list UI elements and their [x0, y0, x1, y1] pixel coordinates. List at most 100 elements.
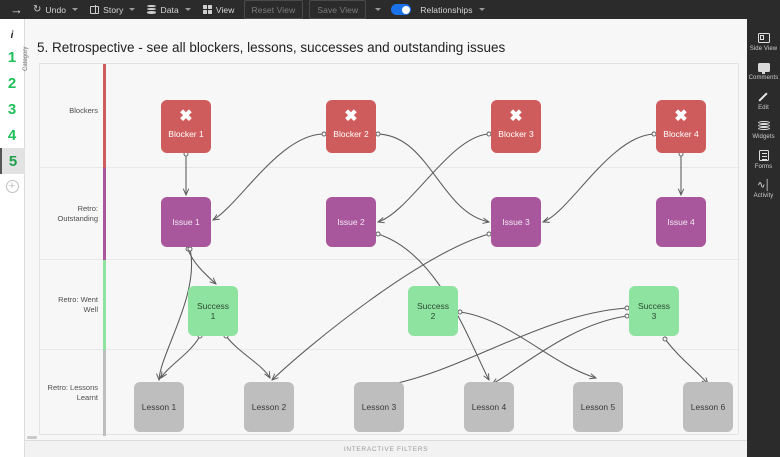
node-label: Lesson 1: [141, 402, 177, 412]
chevron-down-icon[interactable]: [375, 8, 382, 11]
relationship-edge[interactable]: [213, 133, 325, 220]
right-rail-item-forms[interactable]: Forms: [747, 149, 780, 170]
node-b3[interactable]: ✖Blocker 3: [491, 100, 541, 153]
horizontal-scrollbar[interactable]: [27, 436, 37, 439]
sidebar-step-3[interactable]: 3: [7, 100, 17, 118]
relationships-toggle[interactable]: [391, 4, 412, 15]
activity-icon: ∿│: [757, 179, 771, 191]
relationship-edge[interactable]: [543, 133, 655, 222]
interactive-filters-label: INTERACTIVE FILTERS: [343, 445, 429, 453]
relationship-edge[interactable]: [664, 338, 708, 384]
node-label: Blocker 1: [168, 129, 204, 139]
node-l2[interactable]: Lesson 2: [244, 382, 294, 432]
save-view-label: Save View: [317, 4, 359, 15]
node-label: Lesson 2: [251, 402, 287, 412]
right-rail-item-widgets[interactable]: Widgets: [747, 120, 780, 140]
relationship-edge[interactable]: [377, 133, 489, 222]
chevron-down-icon[interactable]: [72, 8, 79, 11]
row-label: Retro: Lessons Learnt: [47, 383, 98, 402]
sidebar-step-4[interactable]: 4: [7, 126, 17, 144]
reset-view-button[interactable]: Reset View: [243, 0, 304, 19]
page-title: 5. Retrospective - see all blockers, les…: [37, 40, 506, 55]
close-icon: ✖: [674, 108, 688, 125]
toolbar-item-data[interactable]: Data: [141, 0, 196, 19]
chevron-down-icon[interactable]: [478, 8, 485, 11]
toolbar-label-view: View: [215, 4, 235, 15]
node-i2[interactable]: Issue 2: [326, 197, 376, 247]
toolbar-item-undo[interactable]: ↻ Undo: [27, 0, 84, 19]
node-l1[interactable]: Lesson 1: [134, 382, 184, 432]
relationship-edge[interactable]: [459, 311, 596, 378]
book-icon: [90, 5, 100, 14]
node-b1[interactable]: ✖ Blocker 1: [161, 100, 211, 153]
node-i3[interactable]: Issue 3: [491, 197, 541, 247]
info-icon[interactable]: i: [10, 29, 14, 41]
node-i4[interactable]: Issue 4: [656, 197, 706, 247]
node-label: Lesson 3: [361, 402, 397, 412]
node-l3[interactable]: Lesson 3: [354, 382, 404, 432]
form-icon: [757, 149, 770, 162]
category-color-bar: [103, 64, 106, 168]
node-i1[interactable]: Issue 1: [161, 197, 211, 247]
node-b2[interactable]: ✖Blocker 2: [326, 100, 376, 153]
node-label: Blocker 2: [333, 129, 369, 139]
right-rail-label-forms: Forms: [754, 163, 773, 170]
node-b4[interactable]: ✖ Blocker 4: [656, 100, 706, 153]
node-l4[interactable]: Lesson 4: [464, 382, 514, 432]
edge-source-port[interactable]: [457, 309, 463, 315]
undo-icon: ↻: [33, 4, 42, 15]
relationship-edge[interactable]: [187, 248, 216, 284]
node-l6[interactable]: Lesson 6: [683, 382, 733, 432]
sidebar-step-5[interactable]: 5: [0, 148, 25, 174]
edge-source-port[interactable]: [187, 246, 193, 252]
layers-icon: [757, 120, 770, 133]
node-label: Blocker 4: [663, 129, 699, 139]
right-rail-label-comments: Comments: [748, 75, 779, 81]
toolbar-item-story[interactable]: Story: [84, 0, 141, 19]
category-color-bar: [103, 168, 106, 260]
relationship-edge[interactable]: [378, 133, 490, 222]
toolbar-label-undo: Undo: [45, 4, 67, 15]
edge-source-port[interactable]: [375, 231, 381, 237]
right-rail-item-comments[interactable]: Comments: [747, 61, 780, 81]
toolbar-item-view[interactable]: View: [197, 0, 241, 19]
sidebar-step-1[interactable]: 1: [7, 48, 17, 66]
right-rail-item-edit[interactable]: Edit: [747, 90, 780, 111]
top-toolbar: → ↻ Undo Story Data View Reset View Save…: [0, 0, 780, 19]
relationship-edge[interactable]: [382, 307, 628, 386]
relationship-edge[interactable]: [161, 335, 201, 378]
row-label: Retro: Went Well: [58, 295, 98, 314]
node-label: Issue 1: [172, 217, 200, 227]
chevron-down-icon[interactable]: [184, 8, 191, 11]
add-step-icon[interactable]: +: [5, 180, 19, 193]
sidebar-step-2[interactable]: 2: [7, 74, 17, 92]
node-label: Issue 3: [502, 217, 530, 227]
relationship-edge[interactable]: [159, 248, 192, 380]
right-tool-rail: Side View Comments Edit Widgets Forms ∿│…: [747, 19, 780, 457]
chevron-down-icon[interactable]: [129, 8, 136, 11]
save-view-button[interactable]: Save View: [309, 0, 367, 19]
row-label: Retro: Outstanding: [57, 204, 98, 223]
edge-source-port[interactable]: [662, 336, 668, 342]
edge-source-port[interactable]: [375, 131, 381, 137]
row-band: Retro: Outstanding: [40, 168, 740, 260]
arrow-right-icon[interactable]: →: [10, 2, 23, 17]
relationship-edge[interactable]: [272, 233, 490, 380]
row-label: Blockers: [69, 106, 98, 115]
right-rail-item-side-view[interactable]: Side View: [747, 31, 780, 52]
node-l5[interactable]: Lesson 5: [573, 382, 623, 432]
relationship-edge[interactable]: [225, 335, 270, 378]
relationships-label: Relationships: [420, 4, 473, 15]
right-rail-item-activity[interactable]: ∿│ Activity: [747, 179, 780, 200]
database-icon: [147, 5, 157, 14]
interactive-filters-bar[interactable]: INTERACTIVE FILTERS: [25, 440, 747, 457]
relationship-edge[interactable]: [492, 315, 628, 384]
relationships-toggle-group[interactable]: Relationships: [387, 0, 490, 19]
category-color-bar: [103, 350, 106, 436]
close-icon: ✖: [179, 108, 193, 125]
